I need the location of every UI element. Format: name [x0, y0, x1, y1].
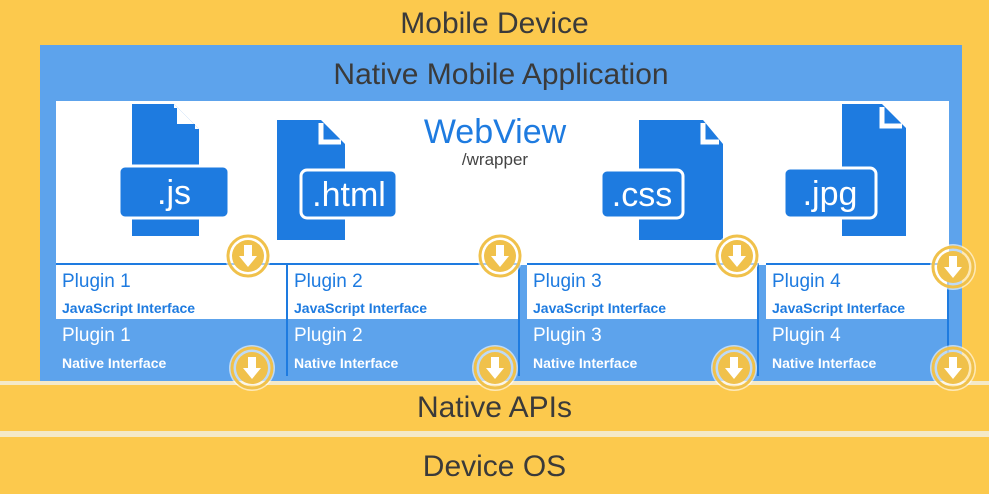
file-ext-label: .jpg	[803, 175, 858, 213]
plugin-name: Plugin 2	[294, 325, 363, 346]
plugin-sublabel: JavaScript Interface	[772, 300, 906, 316]
down-arrow-icon	[225, 233, 271, 279]
mobile-device-title: Mobile Device	[400, 7, 589, 40]
layer-divider	[0, 431, 989, 437]
plugin-js-interface: Plugin 4 JavaScript Interface	[766, 263, 949, 319]
plugin-name: Plugin 4	[772, 325, 841, 346]
down-arrow-icon	[472, 345, 518, 391]
down-arrow-icon	[229, 345, 275, 391]
down-arrow-icon	[711, 345, 757, 391]
css-file-icon: .css	[601, 120, 723, 240]
native-app-title: Native Mobile Application	[333, 58, 669, 91]
device-os-title: Device OS	[422, 450, 567, 483]
plugin-name: Plugin 1	[62, 325, 131, 346]
plugin-name: Plugin 3	[533, 325, 602, 346]
webview-title: WebView	[423, 113, 567, 151]
plugin-name: Plugin 4	[772, 271, 841, 292]
plugin-name: Plugin 3	[533, 271, 602, 292]
plugin-sublabel: Native Interface	[62, 355, 167, 371]
down-arrow-icon	[714, 233, 760, 279]
plugin-sublabel: JavaScript Interface	[294, 300, 428, 316]
device-os-layer	[0, 437, 989, 494]
plugin-sublabel: JavaScript Interface	[533, 300, 667, 316]
js-file-icon: .js	[117, 104, 231, 236]
file-ext-label: .js	[157, 174, 191, 212]
plugin-native-interface: Plugin 4 Native Interface	[766, 319, 949, 376]
html-file-icon: .html	[277, 120, 399, 240]
plugin-name: Plugin 1	[62, 271, 131, 292]
native-apis-title: Native APIs	[416, 391, 573, 424]
file-ext-label: .css	[612, 176, 672, 214]
plugin-sublabel: Native Interface	[294, 355, 399, 371]
plugin-sublabel: Native Interface	[772, 355, 877, 371]
jpg-file-icon: .jpg	[784, 104, 906, 236]
plugin-name: Plugin 2	[294, 271, 363, 292]
webview-subtitle: /wrapper	[461, 150, 529, 169]
down-arrow-icon	[930, 345, 976, 391]
plugin-js-interface: Plugin 1 JavaScript Interface	[56, 263, 288, 319]
down-arrow-icon	[477, 233, 523, 279]
file-ext-label: .html	[312, 176, 386, 214]
plugin-sublabel: JavaScript Interface	[62, 300, 196, 316]
down-arrow-icon	[930, 244, 976, 290]
plugin-js-interface: Plugin 3 JavaScript Interface	[527, 263, 759, 319]
plugin-js-interface: Plugin 2 JavaScript Interface	[288, 263, 520, 319]
plugin-sublabel: Native Interface	[533, 355, 638, 371]
